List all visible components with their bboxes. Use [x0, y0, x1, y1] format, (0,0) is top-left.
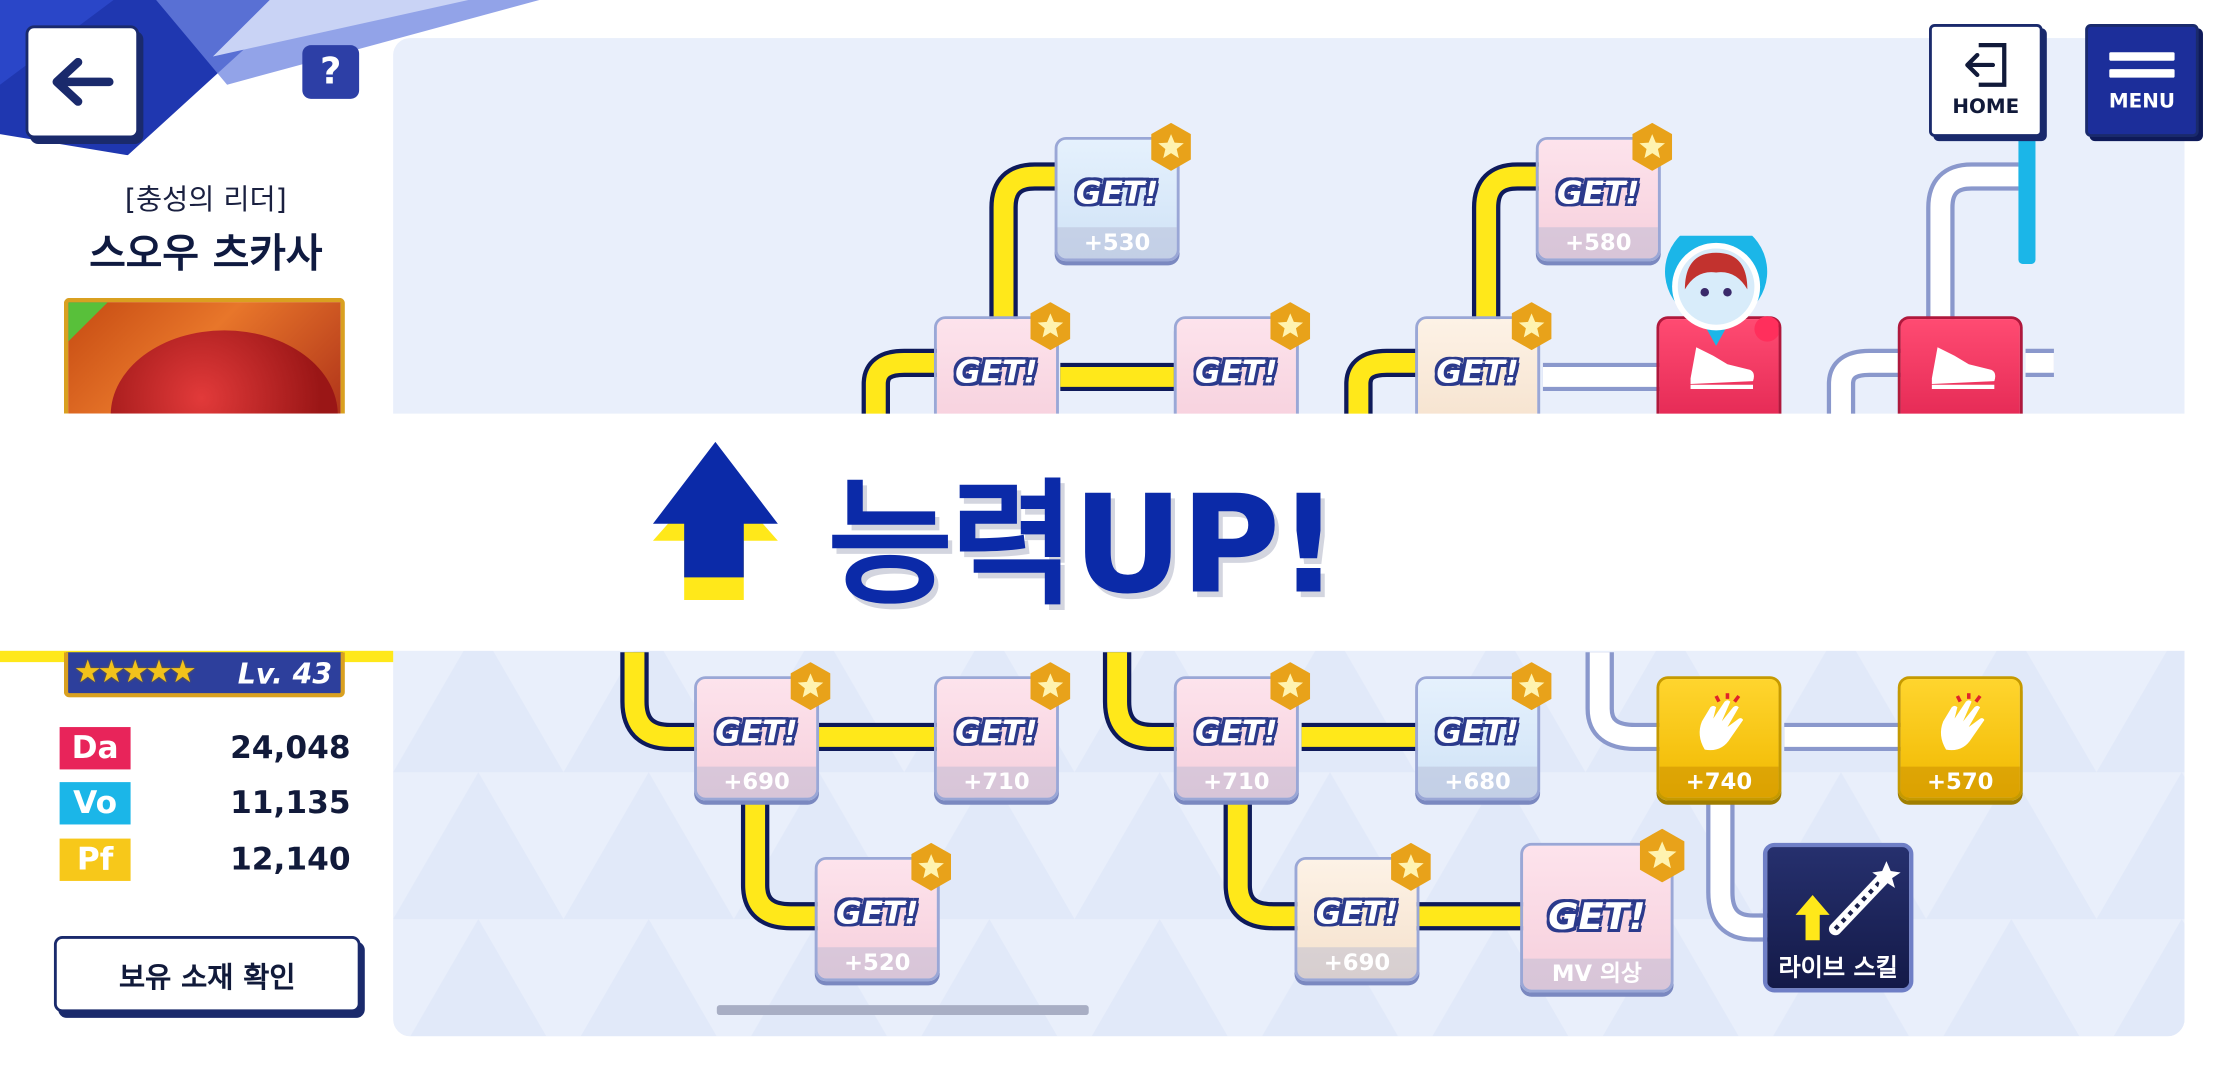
node-value: +570 [1900, 766, 2020, 798]
clapping-hands-icon [1940, 693, 1985, 751]
live-skill-label: 라이브 스킬 [1778, 954, 1898, 983]
star-medal-icon [1632, 122, 1673, 171]
node-value: +710 [936, 766, 1057, 798]
stat-label: Pf [59, 838, 131, 881]
ability-up-banner [0, 413, 2220, 651]
hamburger-icon [2109, 52, 2175, 61]
skill-node-top-2[interactable]: GET! +580 [1535, 122, 1673, 262]
node-value: +520 [817, 947, 937, 979]
clapping-hands-icon [1699, 693, 1744, 751]
menu-button[interactable]: MENU [2085, 23, 2199, 137]
exit-door-icon [1965, 43, 2007, 87]
star-medal-icon [1030, 662, 1071, 711]
character-card[interactable] [63, 297, 345, 414]
skill-node-top-1[interactable]: GET! +530 [1054, 122, 1191, 262]
node-value: +580 [1538, 227, 1658, 259]
back-button[interactable] [25, 25, 140, 139]
help-button[interactable]: ? [302, 45, 360, 99]
rarity-stars: ★★★★★ [73, 655, 197, 691]
skill-node-bottom-5[interactable]: +740 [1656, 676, 1782, 801]
get-label: GET! [1075, 176, 1159, 212]
menu-label: MENU [2108, 90, 2176, 113]
level-label: Lv. 43 [237, 655, 333, 690]
get-label: GET! [1195, 355, 1278, 392]
horizontal-scrollbar[interactable] [716, 1005, 1089, 1016]
skill-node-bottom-7[interactable]: GET! +520 [814, 842, 952, 982]
node-value: MV 의상 [1523, 958, 1671, 990]
stat-row-pf: Pf 12,140 [59, 837, 351, 882]
character-position-pin [1665, 235, 1779, 346]
star-medal-icon [911, 842, 952, 891]
card-level-bar: ★★★★★ Lv. 43 [63, 652, 345, 698]
star-medal-icon [1151, 122, 1191, 171]
skill-node-bottom-2[interactable]: GET! +710 [933, 662, 1071, 801]
star-medal-icon [1391, 842, 1431, 891]
star-medal-icon [1511, 662, 1552, 711]
live-skill-node[interactable]: 라이브 스킬 [1762, 842, 1914, 993]
get-label: GET! [1315, 896, 1399, 932]
get-label: GET! [955, 355, 1038, 392]
get-label: GET! [1557, 176, 1640, 212]
node-value: +530 [1057, 227, 1177, 259]
sparkle-icon [68, 302, 108, 342]
get-label: GET! [1436, 715, 1519, 752]
stat-label: Da [59, 727, 131, 770]
skill-node-bottom-6[interactable]: +570 [1897, 676, 2023, 801]
skill-node-bottom-8[interactable]: GET! +690 [1294, 842, 1431, 982]
sneaker-icon [1690, 347, 1754, 389]
star-medal-icon [1270, 662, 1311, 711]
up-arrow-icon [652, 441, 778, 600]
node-value: +710 [1176, 766, 1296, 798]
node-value: +690 [1297, 947, 1417, 979]
star-medal-icon [1270, 302, 1311, 351]
home-button[interactable]: HOME [1929, 23, 2043, 137]
owned-materials-button[interactable]: 보유 소재 확인 [53, 935, 361, 1013]
stat-row-vo: Vo 11,135 [59, 781, 351, 826]
node-value: +690 [696, 766, 817, 798]
get-label: GET! [835, 896, 919, 932]
node-value: +680 [1418, 766, 1538, 798]
character-name: 스오우 츠카사 [89, 230, 323, 277]
get-label: GET! [955, 715, 1038, 752]
star-medal-icon [1639, 828, 1685, 883]
character-title: [충성의 리더] [124, 182, 287, 216]
arrow-left-icon [52, 57, 114, 106]
sneaker-icon [1931, 347, 1996, 389]
stat-value: 24,048 [230, 730, 351, 766]
home-label: HOME [1952, 95, 2020, 119]
skill-node-bottom-3[interactable]: GET! +710 [1173, 662, 1311, 801]
node-value: +740 [1659, 766, 1779, 798]
stat-row-da: Da 24,048 [59, 726, 351, 771]
ability-up-text: 능력UP! [827, 465, 1340, 624]
star-medal-icon [1030, 302, 1071, 351]
star-medal-icon [790, 662, 831, 711]
get-label: GET! [715, 715, 798, 752]
star-medal-icon [1511, 302, 1552, 351]
get-label: GET! [1195, 715, 1278, 752]
stat-label: Vo [59, 782, 131, 825]
get-label: GET! [1548, 896, 1646, 939]
hamburger-icon-bar [2109, 69, 2175, 78]
skill-node-bottom-1[interactable]: GET! +690 [694, 662, 831, 801]
stat-value: 11,135 [230, 785, 351, 821]
skill-node-bottom-4[interactable]: GET! +680 [1415, 662, 1552, 801]
get-label: GET! [1436, 355, 1519, 392]
card-art [110, 330, 338, 414]
mic-arrow-icon [1795, 861, 1901, 941]
skill-node-mv-costume[interactable]: GET! MV 의상 [1520, 828, 1685, 993]
stat-value: 12,140 [230, 842, 351, 878]
